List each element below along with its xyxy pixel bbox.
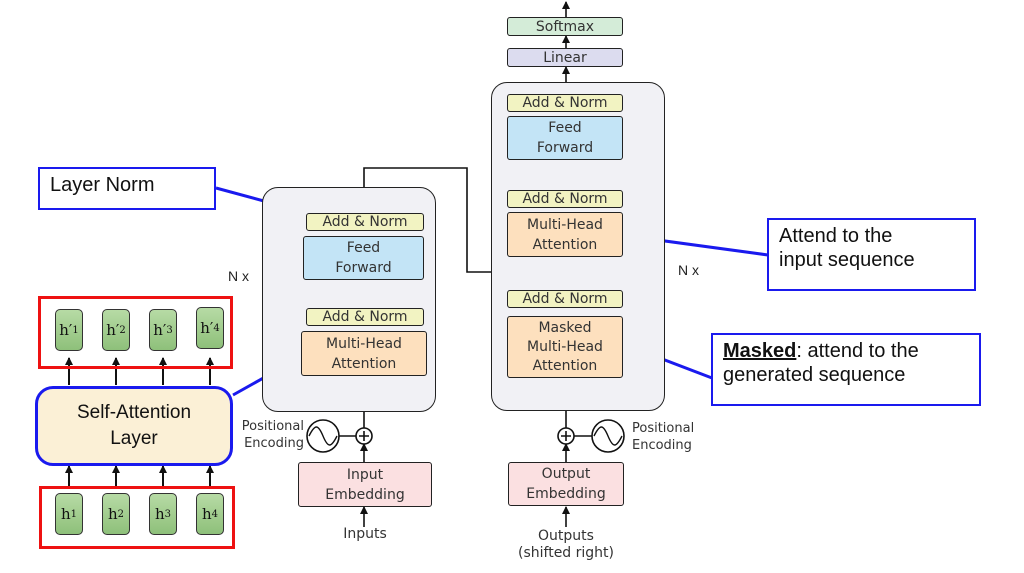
masked-keyword: Masked [723,340,797,362]
decoder-add-norm-middle[interactable]: Add & Norm [507,190,623,208]
decoder-positional-encoding-label: Positional Encoding [632,421,695,453]
output-vector: h′4 [196,307,224,349]
masked-attention-callout: Masked: attend to the generated sequence [711,333,981,406]
decoder-plus-icon [557,427,575,445]
outputs-label: Outputs (shifted right) [518,528,614,561]
encoder-sine-wave-icon [306,419,340,453]
self-attention-layer[interactable]: Self-Attention Layer [35,386,233,466]
encoder-add-norm-bottom[interactable]: Add & Norm [306,308,424,326]
input-vectors-frame [39,486,235,549]
encoder-plus-icon [355,427,373,445]
inputs-label: Inputs [343,526,387,542]
softmax-block[interactable]: Softmax [507,17,623,36]
encoder-add-norm-top[interactable]: Add & Norm [306,213,424,231]
encoder-repeat-label: N x [228,268,249,284]
masked-description: : attend to the generated sequence [723,340,919,386]
encoder-feed-forward[interactable]: Feed Forward [303,236,424,280]
encoder-positional-encoding-label: Positional Encoding [241,419,304,451]
input-embedding[interactable]: Input Embedding [298,462,432,507]
decoder-feed-forward[interactable]: Feed Forward [507,116,623,160]
decoder-cross-attention[interactable]: Multi-Head Attention [507,212,623,257]
decoder-masked-attention[interactable]: Masked Multi-Head Attention [507,316,623,378]
output-embedding[interactable]: Output Embedding [508,462,624,506]
layer-norm-callout: Layer Norm [38,167,216,210]
encoder-multi-head-attention[interactable]: Multi-Head Attention [301,331,427,376]
output-vectors-frame [38,296,233,369]
decoder-add-norm-top[interactable]: Add & Norm [507,94,623,112]
decoder-add-norm-bottom[interactable]: Add & Norm [507,290,623,308]
decoder-repeat-label: N x [678,262,699,278]
output-vector: h′2 [102,309,130,351]
self-attention-arrows [65,357,214,488]
cross-attention-callout: Attend to the input sequence [767,218,976,291]
output-vector: h′3 [149,309,177,351]
output-vector: h′1 [55,309,83,351]
linear-block[interactable]: Linear [507,48,623,67]
decoder-sine-wave-icon [591,419,625,453]
